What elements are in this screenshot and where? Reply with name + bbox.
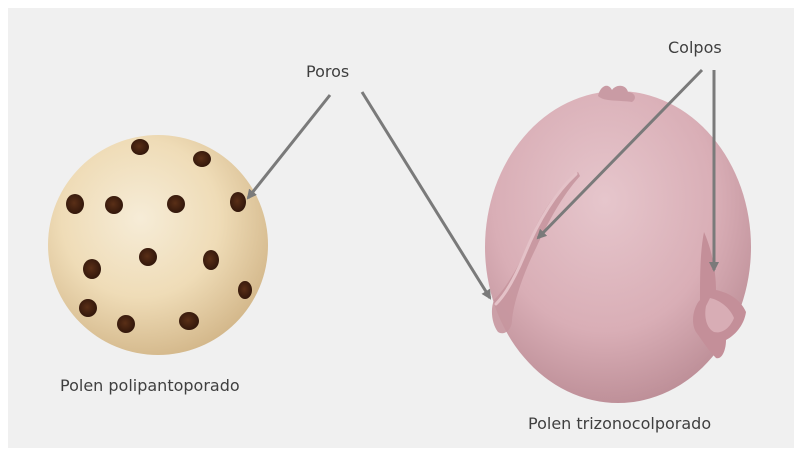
- pores-arrow-right: [362, 92, 490, 298]
- polipantoporado-label: Polen polipantoporado: [60, 376, 240, 395]
- trizonocolporado-label: Polen trizonocolporado: [528, 414, 711, 433]
- colpi-label: Colpos: [668, 38, 722, 57]
- grain-body: [48, 135, 268, 355]
- pore: [203, 250, 219, 270]
- pores-label: Poros: [306, 62, 349, 81]
- pore: [238, 281, 252, 299]
- pore: [167, 195, 185, 213]
- pore: [117, 315, 135, 333]
- pore: [193, 151, 211, 167]
- pores-arrow-left: [248, 95, 330, 198]
- pore: [179, 312, 199, 330]
- pore: [131, 139, 149, 155]
- grain-body: [485, 91, 751, 403]
- pore: [83, 259, 101, 279]
- pore: [79, 299, 97, 317]
- pore: [105, 196, 123, 214]
- trizonocolporado-grain: [485, 86, 751, 403]
- pore: [66, 194, 84, 214]
- pore: [230, 192, 246, 212]
- pore: [139, 248, 157, 266]
- polipantoporado-grain: [48, 135, 268, 355]
